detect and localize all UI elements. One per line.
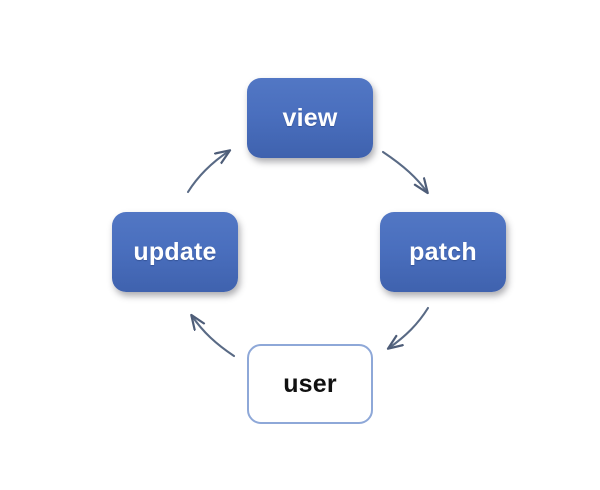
node-user-label: user: [283, 369, 337, 398]
arrow-update-to-view: [186, 151, 229, 194]
node-update-label: update: [133, 237, 217, 266]
node-user[interactable]: user: [247, 344, 373, 424]
node-update[interactable]: update: [112, 212, 238, 292]
node-patch-label: patch: [409, 237, 477, 266]
arrow-user-to-update: [192, 316, 236, 358]
node-view-label: view: [282, 103, 338, 132]
node-view[interactable]: view: [247, 78, 373, 158]
arrow-view-to-patch: [381, 150, 427, 192]
node-patch[interactable]: patch: [380, 212, 506, 292]
arrow-patch-to-user: [389, 306, 430, 348]
